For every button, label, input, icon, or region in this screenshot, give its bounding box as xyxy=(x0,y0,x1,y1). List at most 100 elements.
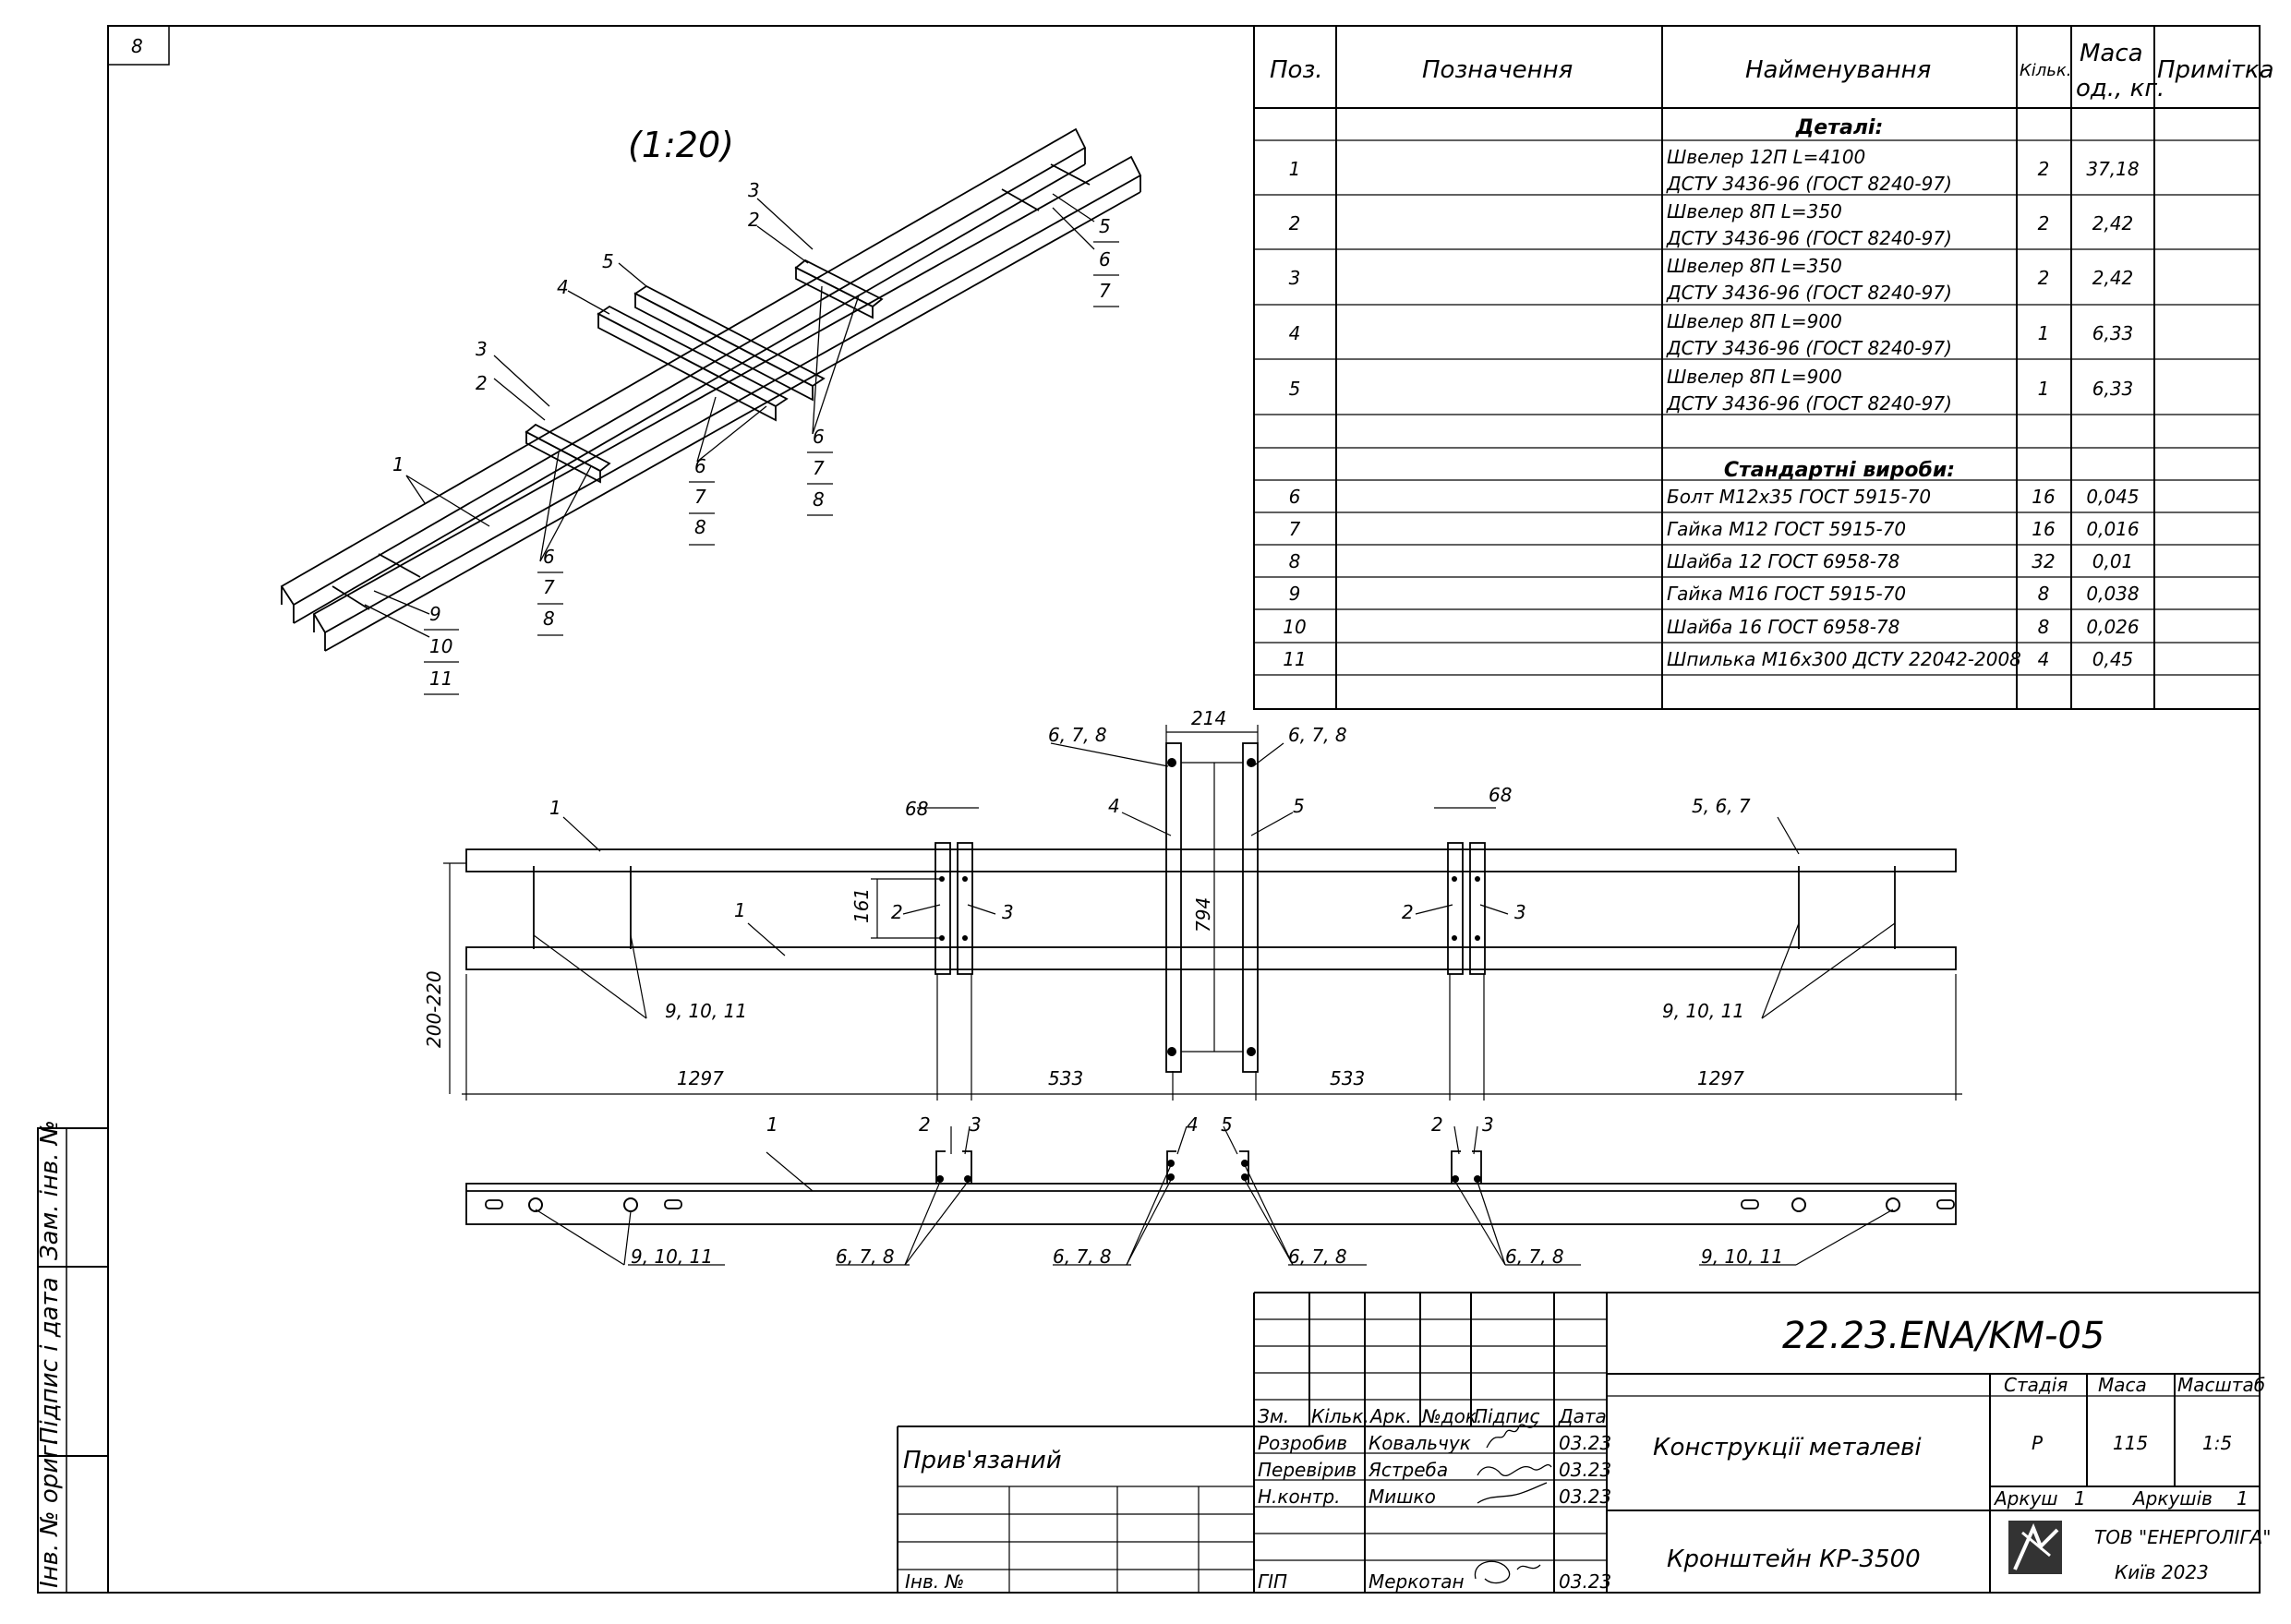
row-qty: 2 xyxy=(2038,267,2050,289)
table-row: 8 Шайба 12 ГОСТ 6958-78 32 0,01 xyxy=(1289,550,2134,572)
row-name-std: ДСТУ 3436-96 (ГОСТ 8240-97) xyxy=(1666,392,1952,415)
table-row: 3 Швелер 8П L=350 ДСТУ 3436-96 (ГОСТ 824… xyxy=(1289,255,2134,304)
hdr-ark: Арк. xyxy=(1369,1405,1412,1427)
label-678: 6, 7, 8 xyxy=(1288,724,1347,746)
hdr-name: Найменування xyxy=(1745,56,1931,84)
label-567: 5, 6, 7 xyxy=(1692,795,1751,817)
side-label-678: 6, 7, 8 xyxy=(1505,1245,1564,1268)
hdr-note: Примітка xyxy=(2157,56,2274,84)
hdr-kilk: Кільк. xyxy=(1311,1405,1369,1427)
row-pos: 3 xyxy=(1289,267,1301,289)
label-1: 1 xyxy=(549,797,561,819)
stamp-replace-inv: Зам. інв. № xyxy=(36,1120,64,1260)
dim-68: 68 xyxy=(905,798,928,820)
iso-callout: 8 xyxy=(813,488,825,511)
dim-533: 533 xyxy=(1048,1067,1083,1089)
iso-callout: 7 xyxy=(813,457,825,479)
side-label-678: 6, 7, 8 xyxy=(1053,1245,1112,1268)
role-date: 03.23 xyxy=(1559,1486,1611,1508)
sheets-label: Аркушів xyxy=(2131,1487,2213,1510)
hdr-ndok: №док. xyxy=(1421,1405,1482,1427)
row-name: Швелер 8П L=350 xyxy=(1667,200,1842,223)
pryviaz-label: Прив'язаний xyxy=(903,1447,1062,1474)
row-mass: 6,33 xyxy=(2092,378,2134,400)
plan-view: 214 6, 7, 8 6, 7, 8 68 68 1 4 5 5, 6, 7 … xyxy=(423,707,1962,1101)
dim-68: 68 xyxy=(1489,784,1512,806)
side-label-2: 2 xyxy=(1431,1113,1443,1136)
role: Розробив xyxy=(1258,1432,1347,1454)
stamp-inv-orig: Інв. № ориг. xyxy=(36,1438,64,1588)
iso-callout: 10 xyxy=(429,635,452,657)
label-678: 6, 7, 8 xyxy=(1048,724,1107,746)
role-name: Меркотан xyxy=(1369,1570,1465,1593)
label-91011: 9, 10, 11 xyxy=(1662,1000,1744,1022)
isometric-view: (1:20) xyxy=(280,125,1142,695)
row-mass: 37,18 xyxy=(2086,158,2139,180)
role-name: Ястреба xyxy=(1368,1459,1448,1481)
role-date: 03.23 xyxy=(1559,1432,1611,1454)
row-qty: 1 xyxy=(2038,322,2050,344)
row-name: Гайка М16 ГОСТ 5915-70 xyxy=(1667,583,1906,605)
row-name: Шайба 16 ГОСТ 6958-78 xyxy=(1667,616,1899,638)
side-label-5: 5 xyxy=(1221,1113,1233,1136)
label-2: 2 xyxy=(891,901,903,923)
dim-533: 533 xyxy=(1330,1067,1365,1089)
hdr-mass-1: Маса xyxy=(2080,40,2143,67)
hdr-designation: Позначення xyxy=(1422,56,1573,84)
row-qty: 2 xyxy=(2038,212,2050,235)
side-label-91011: 9, 10, 11 xyxy=(631,1245,713,1268)
dim-214: 214 xyxy=(1191,707,1226,729)
iso-callout: 2 xyxy=(476,372,488,394)
row-qty: 4 xyxy=(2038,648,2050,670)
label-1: 1 xyxy=(734,899,746,921)
company-logo-icon xyxy=(2008,1521,2062,1574)
label-91011: 9, 10, 11 xyxy=(665,1000,747,1022)
label-2: 2 xyxy=(1402,901,1414,923)
row-name: Шпилька М16х300 ДСТУ 22042-2008 xyxy=(1667,648,2021,670)
table-row: 4 Швелер 8П L=900 ДСТУ 3436-96 (ГОСТ 824… xyxy=(1289,310,2134,359)
iso-callout: 3 xyxy=(748,179,760,201)
sheet-label: Аркуш xyxy=(1993,1487,2058,1510)
role-date: 03.23 xyxy=(1559,1459,1611,1481)
row-pos: 2 xyxy=(1289,212,1301,235)
iso-callout: 6 xyxy=(813,426,825,448)
iso-callout: 8 xyxy=(694,516,706,538)
role: ГІП xyxy=(1258,1570,1287,1593)
table-row: 1 Швелер 12П L=4100 ДСТУ 3436-96 (ГОСТ 8… xyxy=(1289,146,2140,195)
row-pos: 1 xyxy=(1289,158,1301,180)
dim-200-220: 200-220 xyxy=(423,970,445,1048)
row-mass: 0,045 xyxy=(2086,486,2139,508)
row-qty: 2 xyxy=(2038,158,2050,180)
iso-callout: 5 xyxy=(1099,215,1111,237)
row-name-std: ДСТУ 3436-96 (ГОСТ 8240-97) xyxy=(1666,282,1952,304)
stage-value: Р xyxy=(2032,1432,2044,1454)
row-mass: 0,016 xyxy=(2086,518,2139,540)
row-name-std: ДСТУ 3436-96 (ГОСТ 8240-97) xyxy=(1666,227,1952,249)
row-name: Шайба 12 ГОСТ 6958-78 xyxy=(1667,550,1899,572)
scale-value: 1:5 xyxy=(2202,1432,2232,1454)
role-name: Мишко xyxy=(1369,1486,1436,1508)
row-name-std: ДСТУ 3436-96 (ГОСТ 8240-97) xyxy=(1666,337,1952,359)
iso-callout: 9 xyxy=(429,603,441,625)
side-label-1: 1 xyxy=(766,1113,778,1136)
iso-callout: 6 xyxy=(1099,248,1111,271)
project-title: Конструкції металеві xyxy=(1653,1434,1922,1462)
row-mass: 0,038 xyxy=(2086,583,2139,605)
city-year: Київ 2023 xyxy=(2115,1561,2209,1583)
role-date: 03.23 xyxy=(1559,1570,1611,1593)
row-name: Швелер 8П L=900 xyxy=(1667,366,1842,388)
hdr-zm: Зм. xyxy=(1258,1405,1289,1427)
row-qty: 32 xyxy=(2032,550,2055,572)
row-mass: 0,45 xyxy=(2092,648,2134,670)
row-qty: 16 xyxy=(2032,518,2055,540)
row-qty: 8 xyxy=(2038,583,2050,605)
row-pos: 6 xyxy=(1289,486,1301,508)
role-name: Ковальчук xyxy=(1369,1432,1471,1454)
iso-callout: 4 xyxy=(557,276,569,298)
row-pos: 7 xyxy=(1289,518,1301,540)
table-row: 6 Болт М12х35 ГОСТ 5915-70 16 0,045 xyxy=(1289,486,2140,508)
iso-callout: 6 xyxy=(543,546,555,568)
company-name: ТОВ "ЕНЕРГОЛІГА" xyxy=(2094,1526,2271,1548)
side-label-2: 2 xyxy=(919,1113,931,1136)
